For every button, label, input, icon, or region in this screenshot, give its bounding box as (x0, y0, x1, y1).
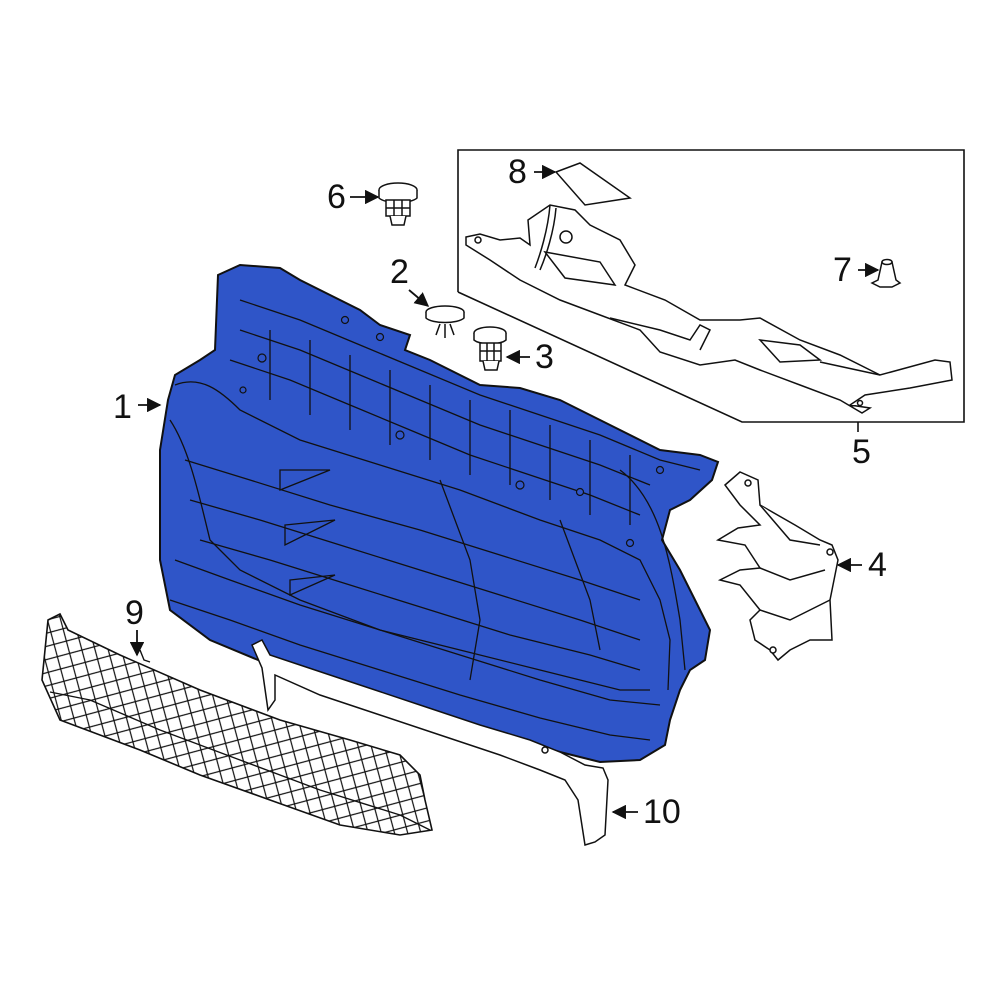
callout-1: 1 (113, 388, 132, 426)
part-8-label-sticker[interactable] (554, 162, 632, 206)
part-7-grommet[interactable] (870, 258, 902, 288)
part-3-clip[interactable] (473, 326, 507, 371)
callout-arrows (129, 164, 880, 820)
part-9-lower-grille-mesh[interactable] (41, 612, 433, 836)
callout-3: 3 (535, 338, 554, 376)
part-1-grille-panel[interactable] (159, 263, 720, 764)
callout-10: 10 (643, 793, 681, 831)
callout-4: 4 (868, 546, 887, 584)
part-4-side-bracket[interactable] (715, 471, 839, 662)
callout-5: 5 (852, 433, 871, 471)
part-5-upper-cover[interactable] (465, 204, 953, 414)
callout-2: 2 (390, 253, 409, 291)
part-10-lower-bracket[interactable] (251, 639, 609, 846)
part-2-clip[interactable] (425, 305, 465, 338)
callout-8: 8 (508, 153, 527, 191)
part-6-clip[interactable] (378, 182, 418, 226)
callout-6: 6 (327, 178, 346, 216)
callout-9: 9 (125, 594, 144, 632)
part-5-box (457, 149, 965, 432)
callout-7: 7 (833, 251, 852, 289)
